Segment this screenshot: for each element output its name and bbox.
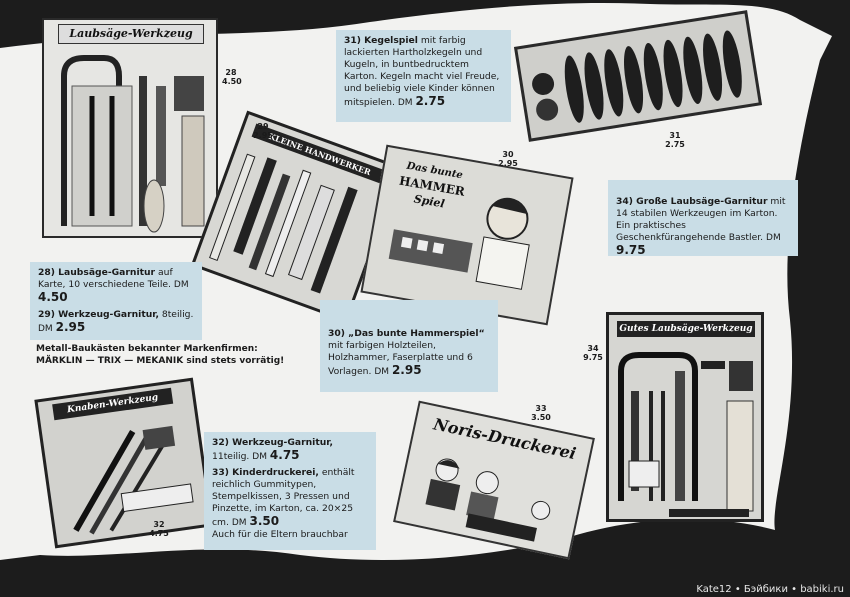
product-photo-33: Noris-Druckerei (393, 400, 595, 560)
metal-kits-line2: MÄRKLIN — TRIX — MEKANIK sind stets vorr… (36, 356, 285, 366)
item-text-28: auf Karte, 10 verschiedene Teile. (38, 267, 173, 290)
item-name-34: 34) Große Laubsäge-Garnitur (616, 196, 768, 207)
tool-illustration-34 (618, 352, 754, 517)
description-box-31: 31) Kegelspiel mit farbig lackierten Har… (336, 30, 511, 122)
metal-kits-line1: Metall-Baukästen bekannter Markenfirmen: (36, 344, 258, 354)
description-box-32-33: 32) Werkzeug-Garnitur, 11teilig. DM 4.75… (204, 432, 376, 550)
item-name-29: 29) Werkzeug-Garnitur, (38, 309, 159, 320)
price-28: 4.50 (38, 290, 68, 304)
item-text-34: mit 14 stabilen Werkzeugen im Karton. Ei… (616, 196, 786, 243)
item-name-31: 31) Kegelspiel (344, 35, 418, 46)
description-box-28-29: 28) Laubsäge-Garnitur auf Karte, 10 vers… (30, 262, 202, 340)
price-29: 2.95 (55, 320, 86, 334)
price-30: 2.95 (391, 363, 422, 377)
item-text-30: mit farbigen Holzteilen, Holzhammer, Fas… (328, 340, 473, 377)
currency-32: DM (252, 452, 267, 462)
boy-illustration (388, 197, 530, 290)
currency-28: DM (173, 280, 189, 290)
currency-33: DM (231, 518, 247, 528)
currency-31: DM (397, 98, 413, 108)
currency-29: DM (38, 324, 53, 334)
product-photo-28: Laubsäge-Werkzeug (42, 18, 218, 238)
product-photo-34: Gutes Laubsäge-Werkzeug (606, 312, 764, 522)
metal-kits-note: Metall-Baukästen bekannter Markenfirmen:… (36, 343, 336, 367)
item-text-32: 11teilig. (212, 451, 250, 462)
watermark: Kate12 • Бэйбики • babiki.ru (696, 584, 844, 595)
item-name-28: 28) Laubsäge-Garnitur (38, 267, 156, 278)
currency-30: DM (374, 367, 390, 377)
item-text-29: 8teilig. (161, 309, 194, 320)
skittles-illustration (532, 30, 742, 123)
description-box-30: 30) „Das bunte Hammerspiel“ mit farbigen… (320, 300, 498, 392)
price-34: 9.75 (616, 243, 646, 257)
item-name-32: 32) Werkzeug-Garnitur, (212, 437, 333, 448)
card-title-34: Gutes Laubsäge-Werkzeug (617, 321, 755, 337)
item-text-31: mit farbig lackierten Hartholzkegeln und… (344, 35, 500, 108)
children-printing-illustration (425, 458, 551, 542)
product-photo-29: KLEINE HANDWERKER (190, 110, 404, 323)
item-name-30: 30) „Das bunte Hammerspiel“ (328, 328, 485, 339)
item-text-33: enthält reichlich Gummitypen, Stempelkis… (212, 467, 355, 528)
item-name-33: 33) Kinderdruckerei, (212, 467, 319, 478)
price-32: 4.75 (269, 448, 300, 462)
price-31: 2.75 (415, 94, 446, 108)
card-title-28: Laubsäge-Werkzeug (58, 24, 204, 44)
currency-34: DM (766, 233, 781, 243)
tool-illustration-32 (73, 425, 194, 535)
item-extra-33: Auch für die Eltern brauchbar (212, 529, 348, 540)
product-photo-32: Knaben-Werkzeug (34, 377, 214, 549)
product-photo-30: Das bunte HAMMER Spiel (360, 144, 574, 326)
price-33: 3.50 (249, 514, 280, 528)
description-box-34: 34) Große Laubsäge-Garnitur mit 14 stabi… (608, 180, 798, 256)
tool-illustration-28 (61, 55, 205, 233)
tool-illustration-29 (209, 153, 358, 294)
product-photo-31 (513, 10, 763, 142)
